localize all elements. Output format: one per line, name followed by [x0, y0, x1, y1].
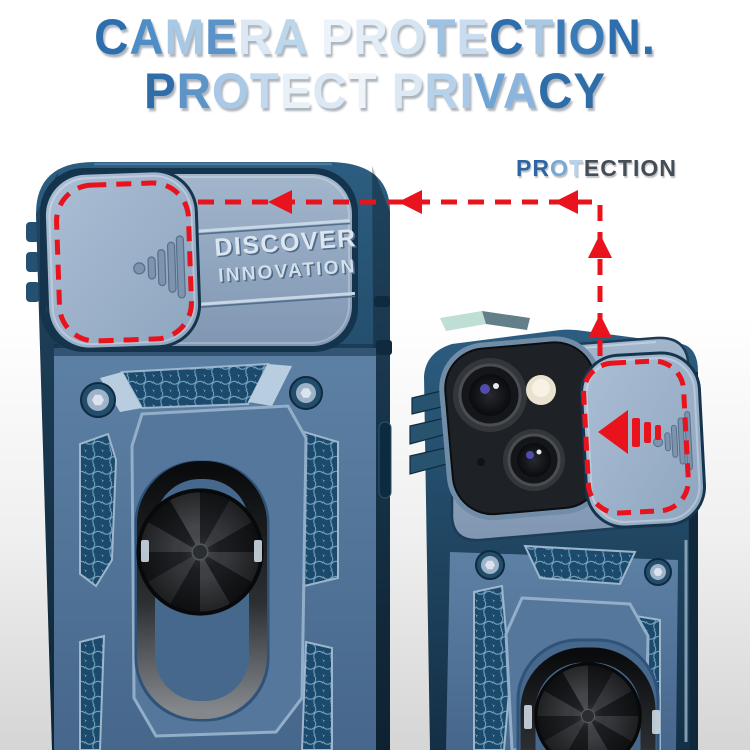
left-case-power-button	[374, 296, 390, 307]
screw-accent	[289, 376, 323, 410]
ring-kickstand	[134, 460, 270, 722]
headline-line1: CAMERA PROTECTION.	[94, 9, 656, 65]
wide-lens	[453, 358, 527, 432]
left-arrow-icon	[598, 410, 661, 454]
protection-label: PROTECTION	[516, 155, 677, 181]
flash	[526, 375, 556, 405]
right-case	[409, 311, 706, 750]
arrowhead-left	[398, 190, 422, 214]
headline-line2: PROTECT PRIVACY	[143, 63, 607, 119]
arrowhead-up	[588, 314, 612, 338]
iphone-camera-module	[439, 336, 609, 521]
screw-accent	[475, 550, 505, 580]
metal-disc	[135, 487, 265, 617]
arrowhead-up	[588, 234, 612, 258]
ultrawide-lens	[503, 429, 565, 491]
dashed-outline-left-cover	[54, 180, 194, 344]
screw-accent	[644, 558, 672, 586]
kickstand-ring	[137, 461, 267, 719]
armor-shard	[248, 364, 292, 406]
left-case-volume-button	[376, 340, 392, 355]
arrowhead-left	[268, 190, 292, 214]
ring-kickstand-partial	[516, 638, 660, 750]
left-case: DISCOVER DISCOVER INNOVATION INNOVATION	[26, 162, 392, 750]
slide-direction-annotations	[54, 180, 691, 516]
camera-slide-cover-left	[42, 169, 202, 351]
mic-hole	[477, 458, 485, 466]
iphone-top-edge-mint	[440, 311, 486, 331]
dashed-outline-right-cover	[581, 358, 691, 516]
signal-bars-icon	[133, 235, 186, 299]
screw-accent	[80, 382, 116, 418]
arrowhead-left	[554, 190, 578, 214]
armor-shard	[100, 372, 142, 412]
